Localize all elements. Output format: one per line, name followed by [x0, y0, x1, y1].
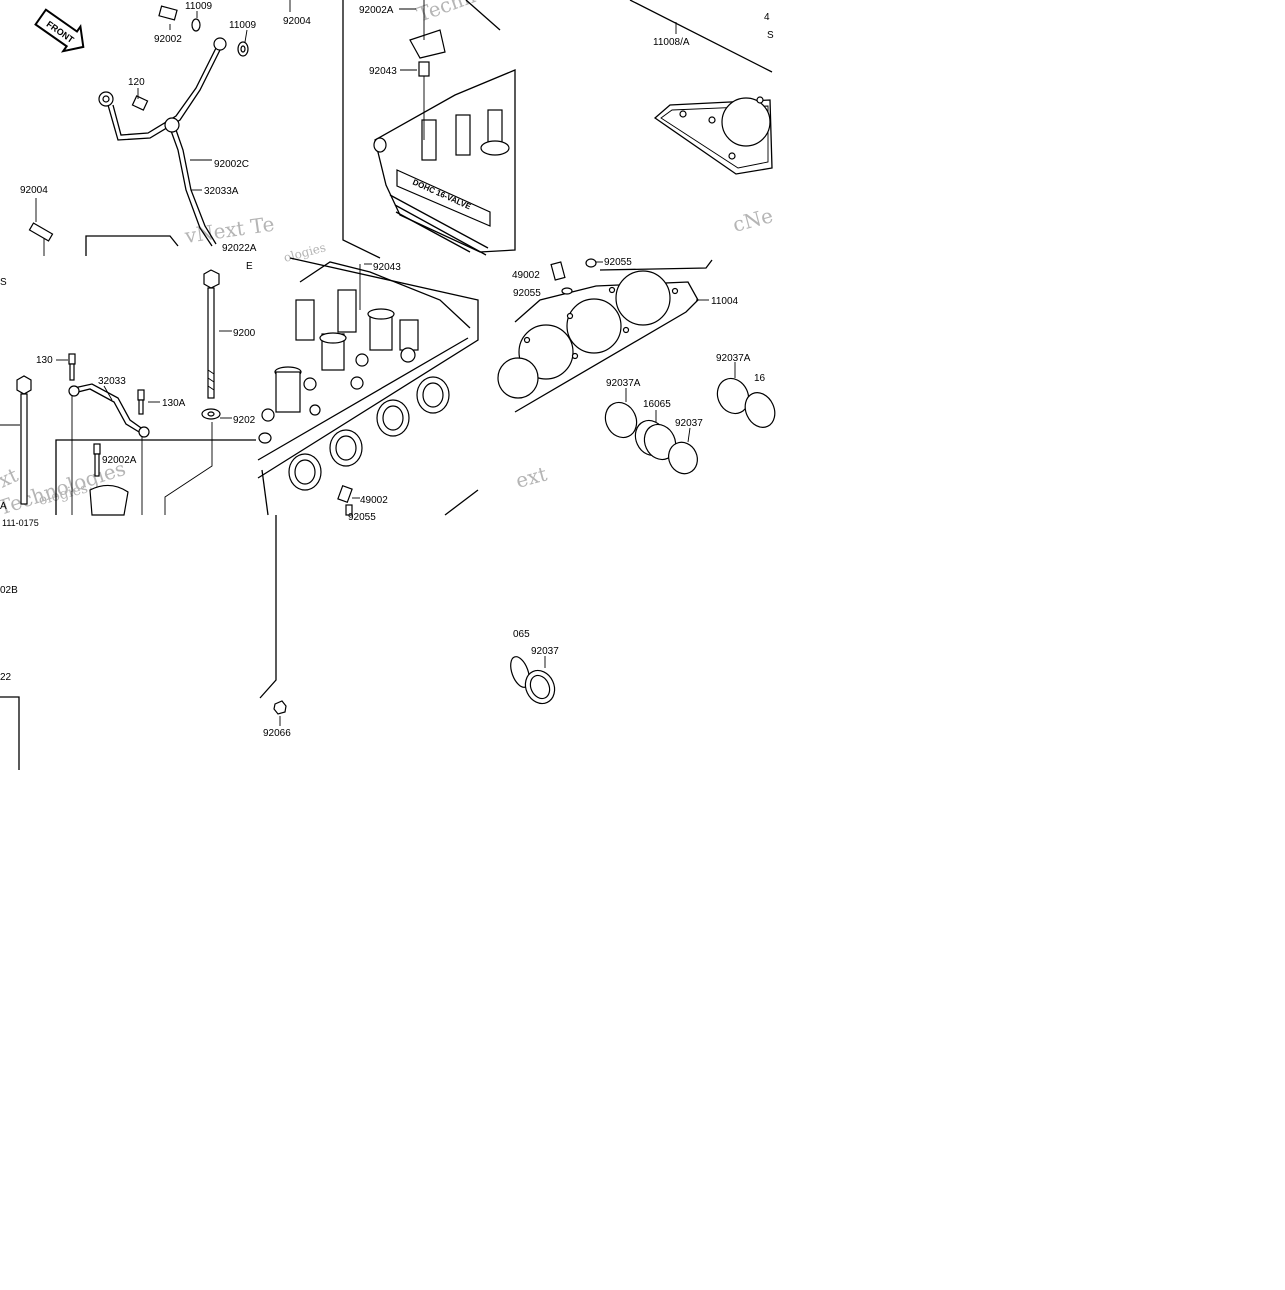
- callout-label: 11009: [229, 20, 257, 31]
- watermark: Techno: [414, 0, 490, 27]
- callout-label: 130A: [162, 398, 186, 409]
- callout-label: 065: [513, 629, 530, 640]
- callout-label: 92037A: [716, 353, 751, 364]
- callout-label: 49002: [360, 495, 388, 506]
- footer-code: 111-0175: [2, 518, 39, 528]
- callout-label: 92037A: [606, 378, 641, 389]
- callout-label: S: [0, 277, 7, 288]
- callout-label: 92066: [263, 728, 291, 739]
- callout-label: 11009: [185, 1, 213, 12]
- callout-label: A: [0, 501, 7, 512]
- callout-label: 02B: [0, 585, 18, 596]
- watermark: ext: [513, 462, 549, 493]
- callout-label: 22: [0, 672, 12, 683]
- front-arrow-badge: FRONT: [34, 8, 85, 53]
- watermark: cNe: [730, 203, 775, 237]
- callout-label: 92043: [373, 262, 401, 273]
- callout-label: 92004: [283, 16, 311, 27]
- callout-label: 92002A: [102, 455, 137, 466]
- callout-label: 32033A: [204, 186, 239, 197]
- callout-label: 120: [128, 77, 145, 88]
- callout-label: 92055: [604, 257, 632, 268]
- head-cover-gasket: 11008/A 4 S: [629, 0, 774, 175]
- callout-label: 16065: [643, 399, 671, 410]
- callout-label: 49002: [512, 270, 540, 281]
- callout-label: 92004: [20, 185, 48, 196]
- callout-label: 92037: [675, 418, 703, 429]
- lower-holder-fragment: 065 92037: [510, 629, 559, 705]
- callout-label: 92022A: [222, 243, 257, 254]
- lower-left-fragment: 02B 22: [0, 585, 20, 770]
- callout-label: 32033: [98, 376, 126, 387]
- callout-label: 130: [36, 355, 53, 366]
- cylinder-head: 49002 92055: [257, 257, 479, 523]
- callout-label: 92055: [513, 288, 541, 299]
- callout-label: 16: [754, 373, 766, 384]
- callout-label: 92002C: [214, 159, 249, 170]
- callout-label: 92037: [531, 646, 559, 657]
- callout-label: 9200: [233, 328, 256, 339]
- watermark: xt: [0, 463, 22, 493]
- cylinder-head-gasket: 49002 92055 92055 11004 92037A 92037A 16…: [497, 257, 776, 475]
- callout-label: E: [246, 261, 253, 272]
- callout-label: S: [767, 30, 774, 41]
- callout-label: 11004: [711, 296, 739, 307]
- drain-plug-assembly: 92066: [259, 515, 291, 739]
- callout-label: 11008/A: [653, 37, 690, 48]
- callout-label: 92002A: [359, 5, 394, 16]
- oil-pipe-assembly: 11009 11009 92002 92004 120 92002C 32033…: [20, 0, 311, 256]
- callout-label: 9202: [233, 415, 256, 426]
- callout-label: 92055: [348, 512, 376, 523]
- lower-oil-line-assembly: S 92043 9200 130 32033 130A 9202 92002A …: [0, 261, 401, 528]
- callout-label: 4: [764, 12, 770, 23]
- callout-label: 92043: [369, 66, 397, 77]
- callout-label: 92002: [154, 34, 182, 45]
- cylinder-head-cover: DOHC 16-VALVE 92002A 92043: [342, 0, 516, 259]
